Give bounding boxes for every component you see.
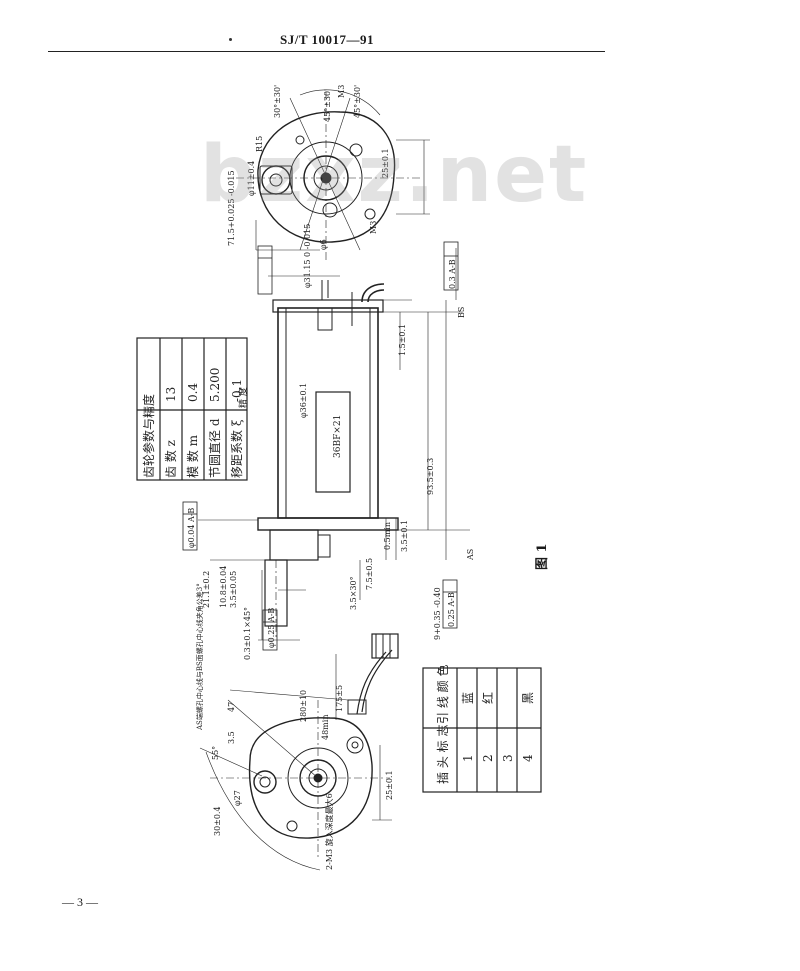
dim-label: BS <box>457 307 466 318</box>
gear-value: 13 <box>164 387 178 402</box>
dim-label: 48min <box>321 715 330 740</box>
dim-label: 175±5 <box>335 685 344 712</box>
dim-label: AS端螺孔中心线与BS面螺孔中心线夹角公差3° <box>195 583 204 731</box>
dim-label: 71.5+0.025 -0.015 <box>227 170 236 246</box>
gear-param: 节圆直径 d <box>208 418 222 478</box>
dim-label: 25±0.1 <box>385 770 394 800</box>
figure-label: 图 1 <box>535 543 550 570</box>
dim-label: φ0.04 A-B <box>187 508 196 548</box>
gear-value: -0.1 <box>230 379 244 402</box>
header-rule <box>48 51 605 52</box>
gear-param: 模 数 m <box>185 434 200 478</box>
dim-label: 21.1±0.2 <box>202 571 211 608</box>
gear-value: 5.200 <box>208 368 222 402</box>
dim-label: 0.25 A-B <box>447 592 456 627</box>
dim-label: φ27 <box>233 790 242 806</box>
dim-label: 2-M3 旋入深度最大6 <box>324 793 334 870</box>
dim-label: AS <box>466 549 475 561</box>
motor-body-label: 36BF×21 <box>333 415 343 458</box>
standard-code: SJ/T 10017—91 <box>280 32 375 47</box>
gear-param: 齿 数 z <box>163 440 178 478</box>
dim-label: 0.3±0.1×45° <box>243 607 252 660</box>
dim-label: M3 <box>337 85 346 98</box>
gear-value: 0.4 <box>186 383 200 402</box>
lead-color: 黑 <box>521 692 535 704</box>
dim-label: 25±0.1 <box>381 148 390 178</box>
dim-label: 280±10 <box>299 690 308 722</box>
dim-label: 47 <box>227 702 236 712</box>
dim-label: 7.5±0.5 <box>365 558 374 590</box>
lead-header-mark: 插 头 标 志 <box>436 725 450 784</box>
dim-label: φ36±0.1 <box>299 383 308 418</box>
gear-param: 移距系数 ξ <box>229 419 244 478</box>
dim-label: 3.5×30° <box>349 576 358 610</box>
top-end-view <box>236 89 430 326</box>
dim-label: 45°±30' <box>353 85 362 118</box>
dim-label: 3.5±0.1 <box>400 520 409 552</box>
dim-label: φ11±0.4 <box>247 161 256 196</box>
bottom-end-view <box>199 633 399 871</box>
dim-label: M3 <box>369 221 378 234</box>
gear-parameter-table <box>136 337 248 481</box>
dim-label: 3.5 <box>227 731 236 744</box>
lead-mark: 1 <box>461 754 475 762</box>
dim-label: φ6 <box>319 239 328 250</box>
lead-table-text: 插 头 标 志 引 线 颜 色 1 蓝 2 红 3 4 黑 <box>435 665 535 784</box>
lead-wire-table <box>422 667 542 793</box>
gear-table-text: 齿轮参数与精度 齿 数 z 13 模 数 m 0.4 节圆直径 d 5.200 … <box>141 368 249 478</box>
watermark: bzxz.net <box>200 130 589 220</box>
dim-label: R15 <box>255 136 264 152</box>
header-dot <box>229 38 232 41</box>
dim-label: φ0.25 A-B <box>267 608 276 648</box>
gear-param: 精 度 <box>237 387 249 408</box>
lead-header-color: 引 线 颜 色 <box>435 665 450 724</box>
page-number: — 3 — <box>62 895 98 909</box>
dim-label: 93.5±0.3 <box>426 458 435 495</box>
lead-mark: 2 <box>481 754 495 762</box>
lead-color: 蓝 <box>461 692 475 704</box>
dim-label: 55° <box>211 746 220 760</box>
dim-label: 0.5min <box>383 522 392 550</box>
dim-label: 30°±30' <box>273 85 282 118</box>
dim-label: 1.5±0.1 <box>398 324 407 356</box>
lead-color: 红 <box>480 692 495 704</box>
gear-table-title: 齿轮参数与精度 <box>141 394 156 478</box>
dim-label: 3.5±0.05 <box>229 571 238 608</box>
dim-label: 0.3 A-B <box>448 259 457 289</box>
dim-label: φ31.15 0 -0.015 <box>303 224 312 288</box>
dim-label: 30±0.4 <box>213 806 222 836</box>
dim-label: 10.8±0.04 <box>219 566 228 608</box>
tolerance-frames <box>182 241 459 651</box>
lead-mark: 4 <box>521 754 535 762</box>
dim-label: 45°±30' <box>323 89 332 122</box>
dim-label: 9+0.35 -0.40 <box>433 587 442 640</box>
motor-side-view <box>198 248 470 641</box>
lead-mark: 3 <box>501 754 515 762</box>
